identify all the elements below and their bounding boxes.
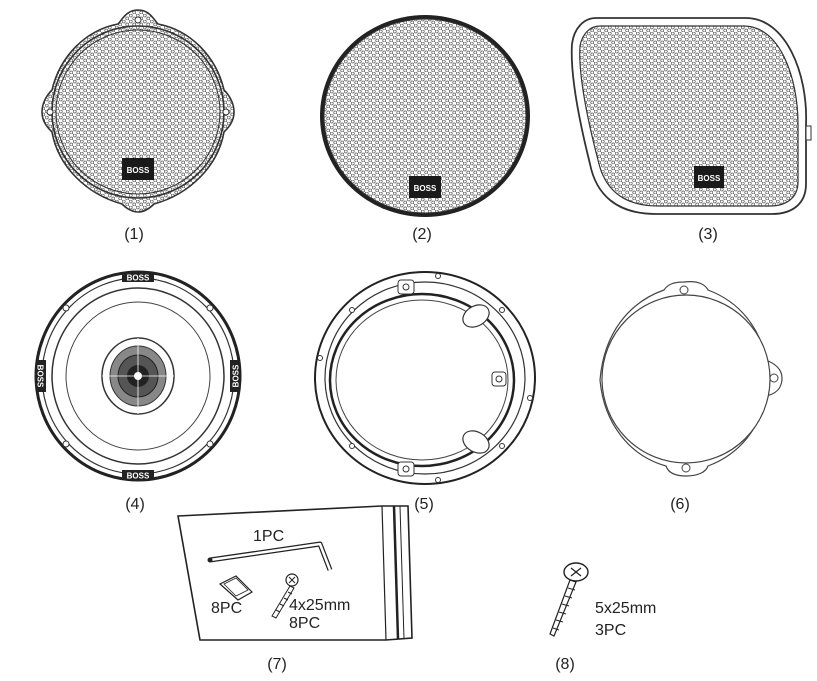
clip-icon [218,575,253,601]
boss-logo-badge [694,166,724,188]
screw-small-icon [271,573,299,619]
caption-3: (3) [698,226,718,243]
adapter-ring-5 [312,270,538,488]
screw-size: 5x25mm [595,600,657,617]
allen-key-qty: 1PC [253,528,285,545]
boss-logo-text: BOSS [127,166,150,175]
speaker-brand-left: BOSS [36,360,46,392]
grille-2: BOSS [316,12,534,220]
caption-8: (8) [555,656,575,673]
allen-key-icon [207,541,333,571]
gasket-6 [590,276,790,482]
svg-text:BOSS: BOSS [127,274,150,283]
svg-text:BOSS: BOSS [36,365,45,388]
speaker-4: BOSS BOSS BOSS BOSS [32,268,244,488]
grille-1: BOSS [38,8,238,218]
speaker-brand-top: BOSS [122,272,154,283]
hardware-bag-7 [172,504,422,646]
screw-size-label: 4x25mm [289,597,351,614]
svg-text:BOSS: BOSS [232,364,241,387]
caption-1: (1) [124,226,144,243]
caption-2: (2) [412,226,432,243]
caption-7: (7) [267,656,287,673]
speaker-brand-bottom: BOSS [122,470,154,481]
caption-6: (6) [670,496,690,513]
screw-qty-label: 8PC [289,615,321,632]
boss-logo-text: BOSS [698,174,721,183]
screw-qty: 3PC [595,622,627,639]
clip-qty: 8PC [211,600,243,617]
screw-large-icon [542,560,592,642]
boss-logo-badge [409,176,441,198]
boss-logo-badge [122,158,154,180]
speaker-brand-right: BOSS [230,360,241,392]
boss-logo-text: BOSS [414,184,437,193]
svg-text:BOSS: BOSS [127,472,150,481]
caption-5: (5) [414,496,434,513]
grille-3: BOSS [566,14,812,220]
caption-4: (4) [125,496,145,513]
